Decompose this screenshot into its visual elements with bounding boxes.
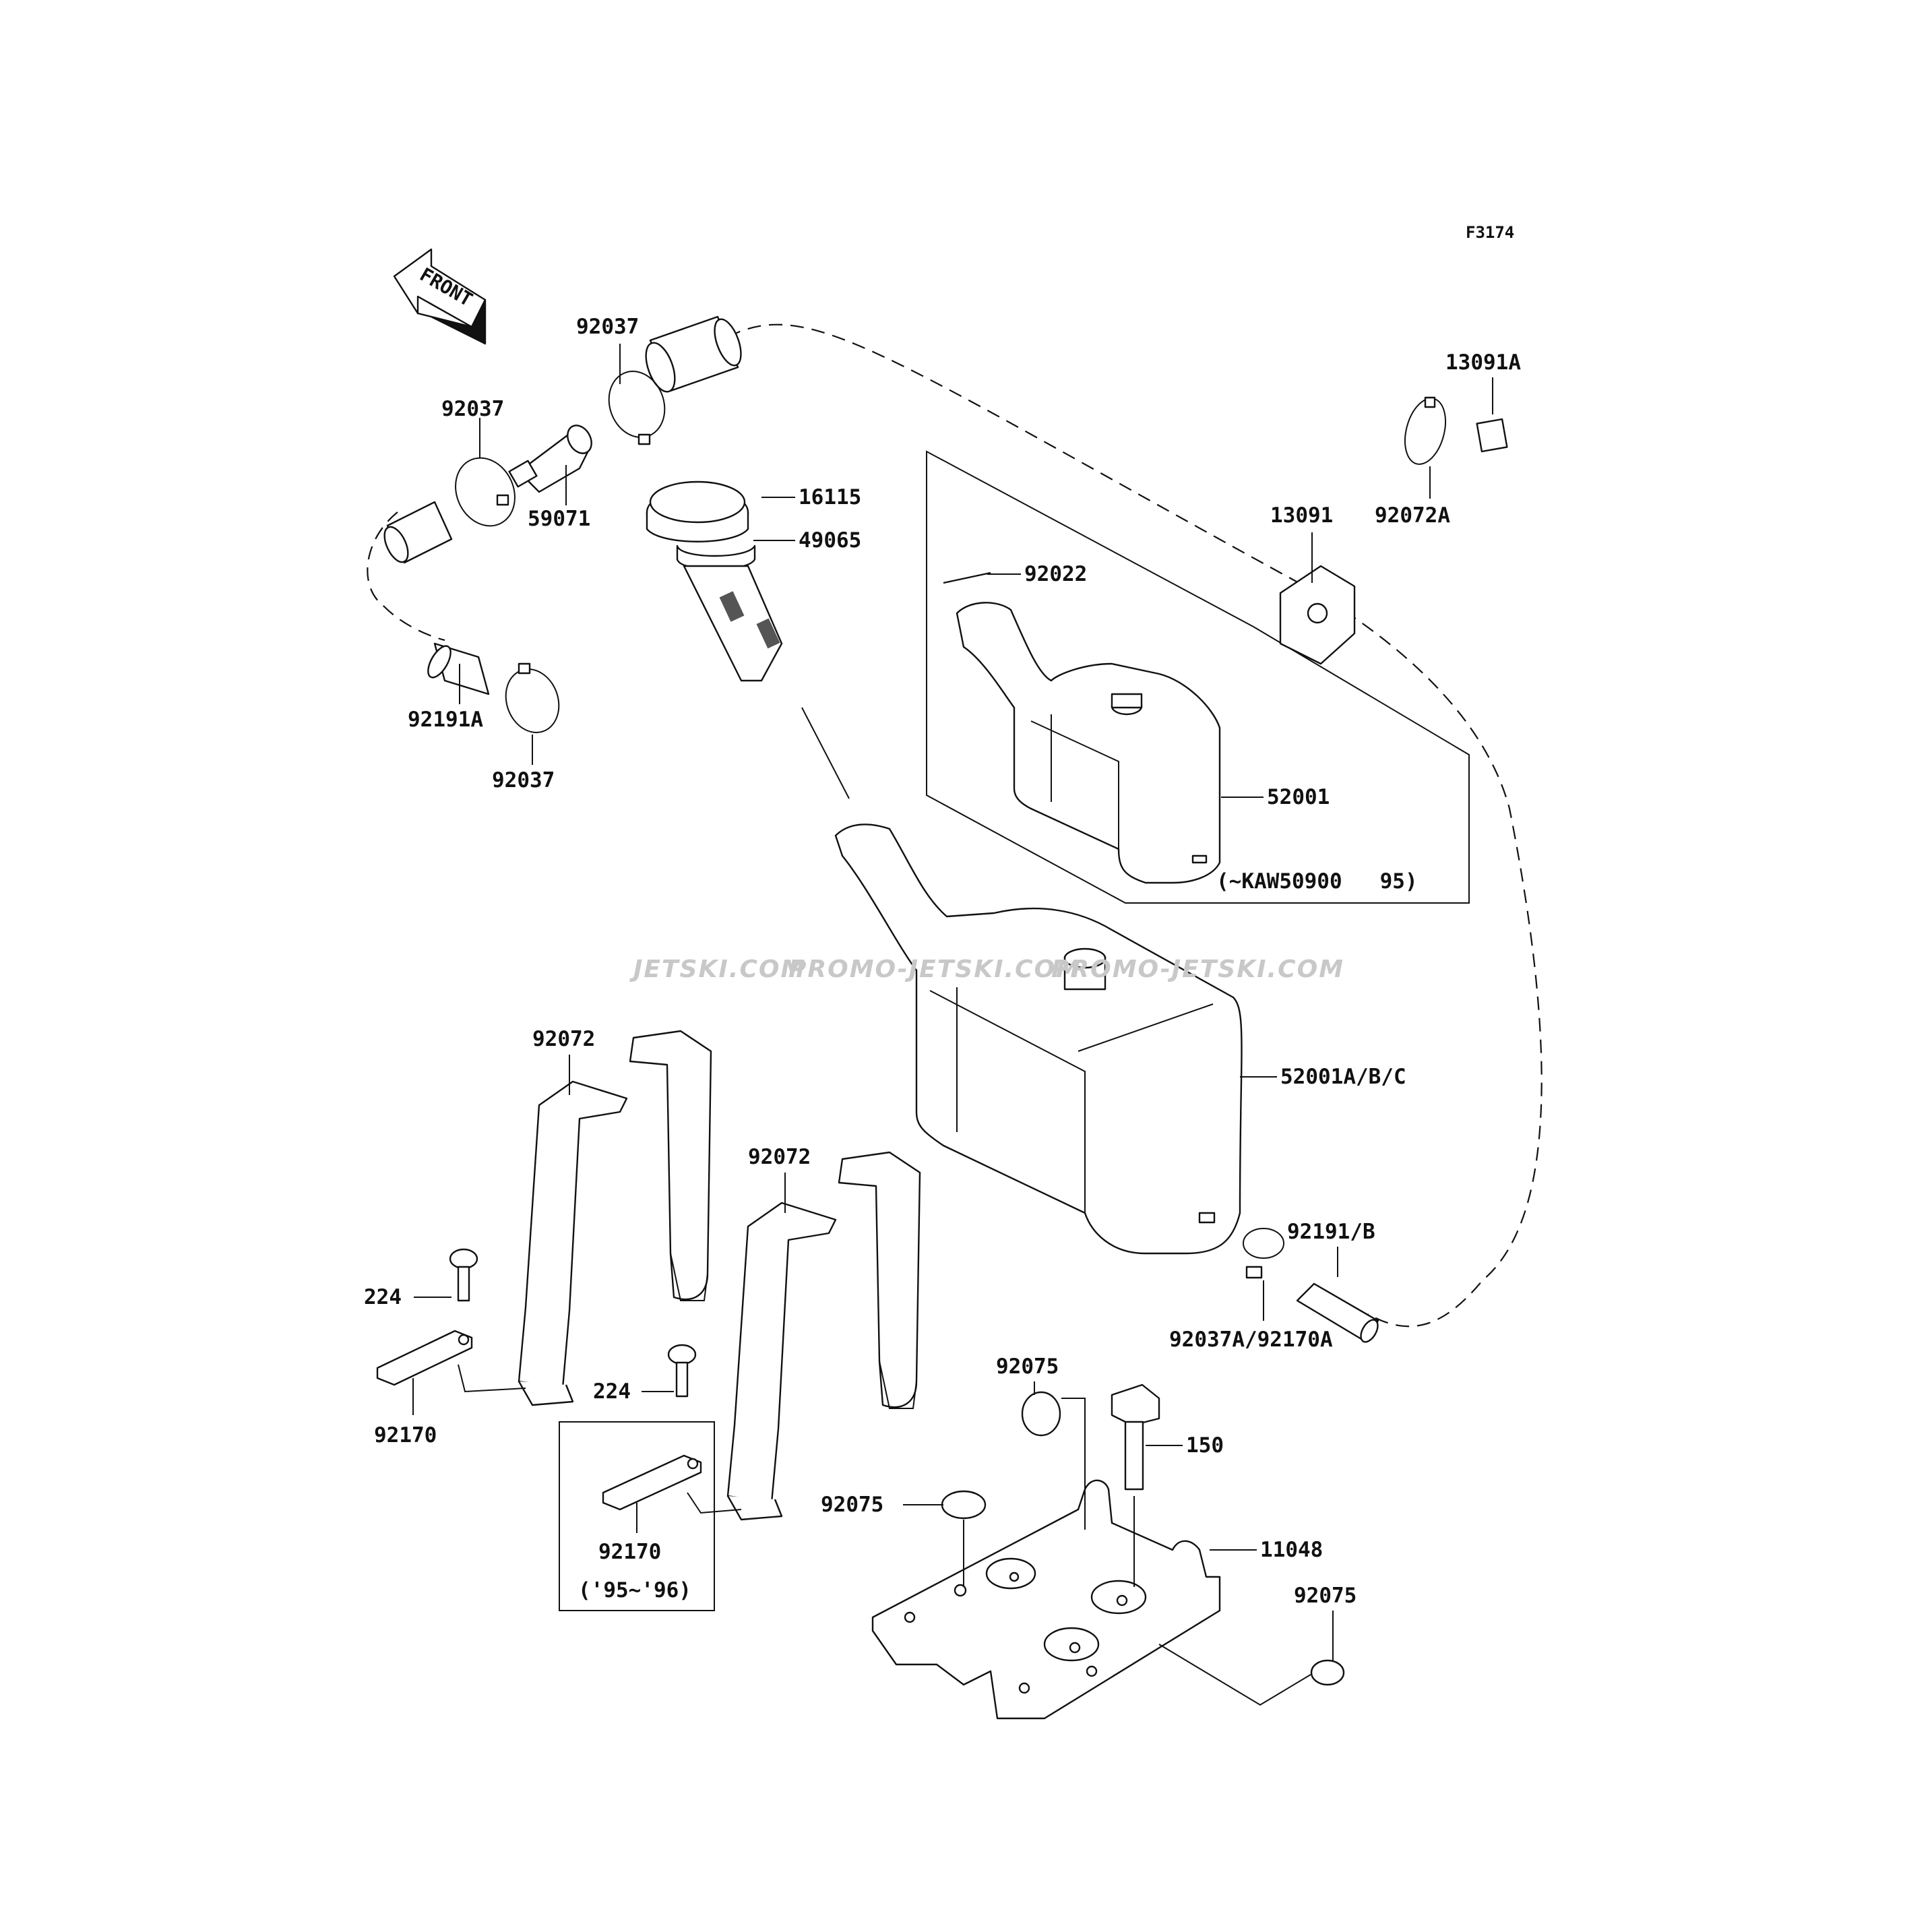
part-label: 92170 xyxy=(374,1423,437,1447)
part-label: 92037 xyxy=(576,315,639,339)
base-plate-11048 xyxy=(871,1479,1221,1720)
part-label: 92037A/92170A xyxy=(1169,1328,1333,1352)
part-label: 224 xyxy=(364,1285,402,1309)
bolt-224 xyxy=(667,1344,697,1398)
note-year-range: ('95~'96) xyxy=(578,1578,691,1602)
part-label: 16115 xyxy=(799,485,861,509)
strap-92072 xyxy=(518,1030,712,1406)
part-label: 13091A xyxy=(1445,350,1521,375)
filter-49065 xyxy=(676,544,783,682)
part-label: 59071 xyxy=(528,507,590,531)
watermark: PROMO-JETSKI.COM xyxy=(1051,956,1344,983)
hose-route-line xyxy=(727,323,1543,1328)
hose-segment-92191A xyxy=(427,642,490,695)
part-label: 92037 xyxy=(492,768,555,792)
fitting-59071 xyxy=(508,425,592,493)
hose-92191B xyxy=(1296,1282,1379,1343)
part-label: 92075 xyxy=(996,1354,1059,1379)
clamp-icon xyxy=(608,371,666,445)
variant-box xyxy=(926,450,1470,904)
figure-code: F3174 xyxy=(1466,223,1514,242)
note-kaw-range: (~KAW50900 95) xyxy=(1216,869,1418,894)
tank-52001ABC xyxy=(834,823,1243,1255)
grommet-13091 xyxy=(1279,565,1356,665)
bolt-150 xyxy=(1111,1383,1160,1491)
cap-16115 xyxy=(646,480,749,542)
part-label: 224 xyxy=(593,1379,631,1404)
clamp-92072A xyxy=(1404,396,1446,465)
pin-92022 xyxy=(943,571,991,584)
clamp-icon xyxy=(505,662,560,733)
watermark: PROMO-JETSKI.COM xyxy=(788,956,1082,983)
watermark: JETSKI.COM xyxy=(629,956,806,983)
part-label: 150 xyxy=(1186,1433,1224,1458)
clamp-92037A xyxy=(1243,1228,1284,1279)
part-label: 92170 xyxy=(598,1540,661,1564)
cap-92075 xyxy=(1021,1391,1061,1437)
front-arrow-icon: FRONT xyxy=(393,248,487,345)
part-label: 92191A xyxy=(408,708,483,732)
part-label: 92075 xyxy=(1294,1584,1357,1608)
part-label: 92191/B xyxy=(1287,1220,1375,1244)
part-label: 92072A xyxy=(1375,503,1450,528)
bolt-224 xyxy=(449,1248,478,1302)
part-label: 52001 xyxy=(1267,785,1330,809)
tank-52001 xyxy=(956,602,1221,884)
hose-segment xyxy=(645,315,742,393)
strap-92072 xyxy=(726,1151,921,1521)
washer-92075 xyxy=(1310,1659,1345,1686)
part-label: 92072 xyxy=(748,1145,811,1169)
part-label: 13091 xyxy=(1270,503,1333,528)
part-label: 92022 xyxy=(1024,562,1087,586)
hose-segment xyxy=(383,501,453,564)
part-label: 92072 xyxy=(532,1027,595,1051)
clip-13091A xyxy=(1476,418,1508,453)
plate-92170 xyxy=(376,1330,473,1386)
clamp-icon xyxy=(455,457,516,527)
part-label: 92037 xyxy=(441,397,504,421)
plate-92170 xyxy=(602,1454,702,1511)
variant-box xyxy=(559,1421,715,1611)
part-label: 52001A/B/C xyxy=(1280,1065,1406,1089)
part-label: 11048 xyxy=(1260,1538,1323,1562)
part-label: 49065 xyxy=(799,528,861,553)
hose-route-line xyxy=(367,511,445,642)
part-label: 92075 xyxy=(821,1493,883,1517)
cap-92075 xyxy=(941,1490,987,1520)
